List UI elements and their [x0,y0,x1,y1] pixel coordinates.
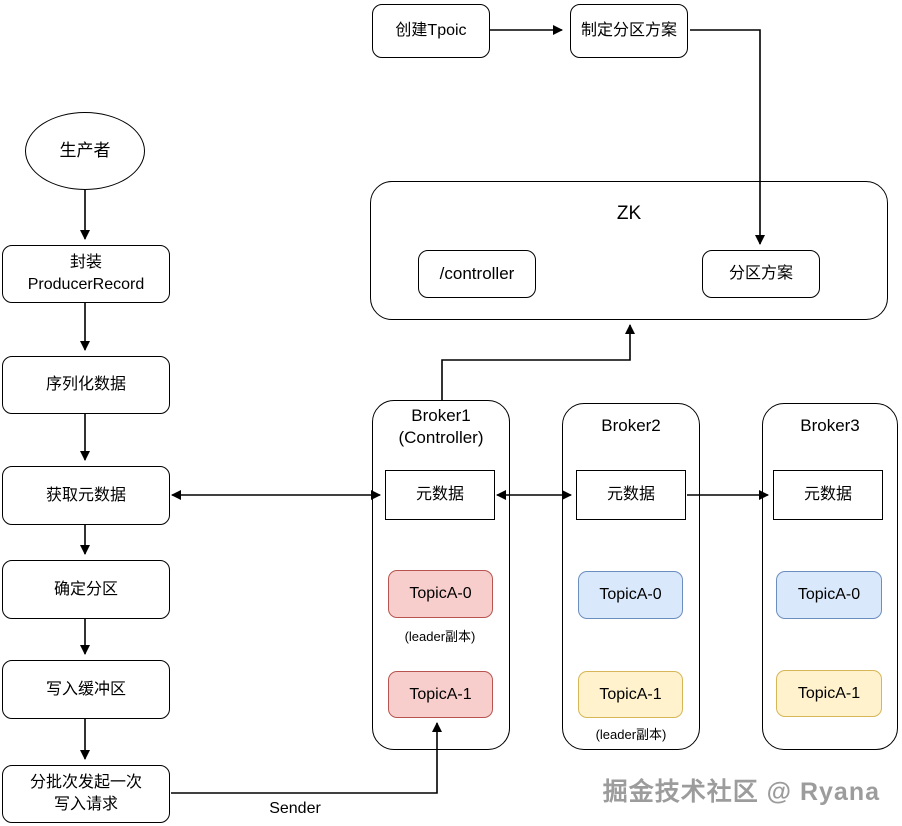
broker3-topic-a0: TopicA-0 [776,571,882,619]
batch-write-request-node: 分批次发起一次 写入请求 [2,765,170,823]
producer-node: 生产者 [25,112,145,190]
determine-partition-node: 确定分区 [2,560,170,619]
make-partition-plan-node: 制定分区方案 [570,4,688,58]
serialize-data-node: 序列化数据 [2,356,170,414]
create-topic-node: 创建Tpoic [372,4,490,58]
zk-partition-plan-node: 分区方案 [702,250,820,298]
broker2-topic-a0: TopicA-0 [578,571,683,619]
fetch-metadata-node: 获取元数据 [2,466,170,525]
broker1-leader-note: (leader副本) [404,629,476,644]
broker3-metadata-node: 元数据 [773,470,883,520]
broker2-topic-a1: TopicA-1 [578,671,683,718]
broker1-metadata-node: 元数据 [385,470,495,520]
broker3-topic-a1: TopicA-1 [776,670,882,717]
broker2-metadata-node: 元数据 [576,470,686,520]
write-buffer-node: 写入缓冲区 [2,660,170,719]
zk-controller-node: /controller [418,250,536,298]
watermark: 掘金技术社区 @ Ryana [602,778,880,806]
arrow-broker1-to-zk [441,324,635,400]
wrap-producer-record-node: 封装 ProducerRecord [2,245,170,303]
broker1-title: Broker1 (Controller) [398,406,484,448]
broker3-title: Broker3 [800,416,860,435]
broker1-topic-a1: TopicA-1 [388,671,493,718]
zk-title: ZK [616,203,642,224]
sender-label: Sender [269,800,321,817]
broker1-topic-a0: TopicA-0 [388,570,493,618]
broker2-title: Broker2 [601,416,661,435]
broker2-leader-note: (leader副本) [595,727,667,742]
